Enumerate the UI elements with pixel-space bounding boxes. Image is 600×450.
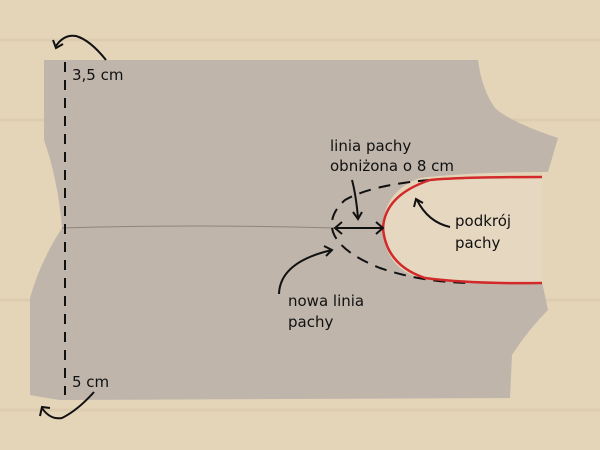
fabric-pattern-piece (30, 60, 558, 400)
bottom-measure-label: 5 cm (72, 373, 110, 391)
top-measure-label: 3,5 cm (72, 66, 124, 84)
lowered-line-label-2: obniżona o 8 cm (330, 157, 455, 175)
new-line-label-1: nowa linia (288, 292, 365, 310)
new-line-label-2: pachy (288, 313, 334, 331)
armhole-pointer-arrow-icon (416, 199, 451, 228)
down-arrow-icon (351, 179, 359, 219)
bottom-curved-arrow-icon (41, 391, 95, 420)
lowered-line-label-1: linia pachy (330, 137, 412, 155)
armhole-label-1: podkrój (455, 212, 512, 230)
fold-line (61, 225, 336, 229)
new-armhole-dashed-line (330, 177, 471, 284)
armhole-label-2: pachy (455, 234, 501, 252)
new-line-pointer-arrow-icon (278, 249, 333, 295)
top-curved-arrow-icon (55, 34, 107, 61)
